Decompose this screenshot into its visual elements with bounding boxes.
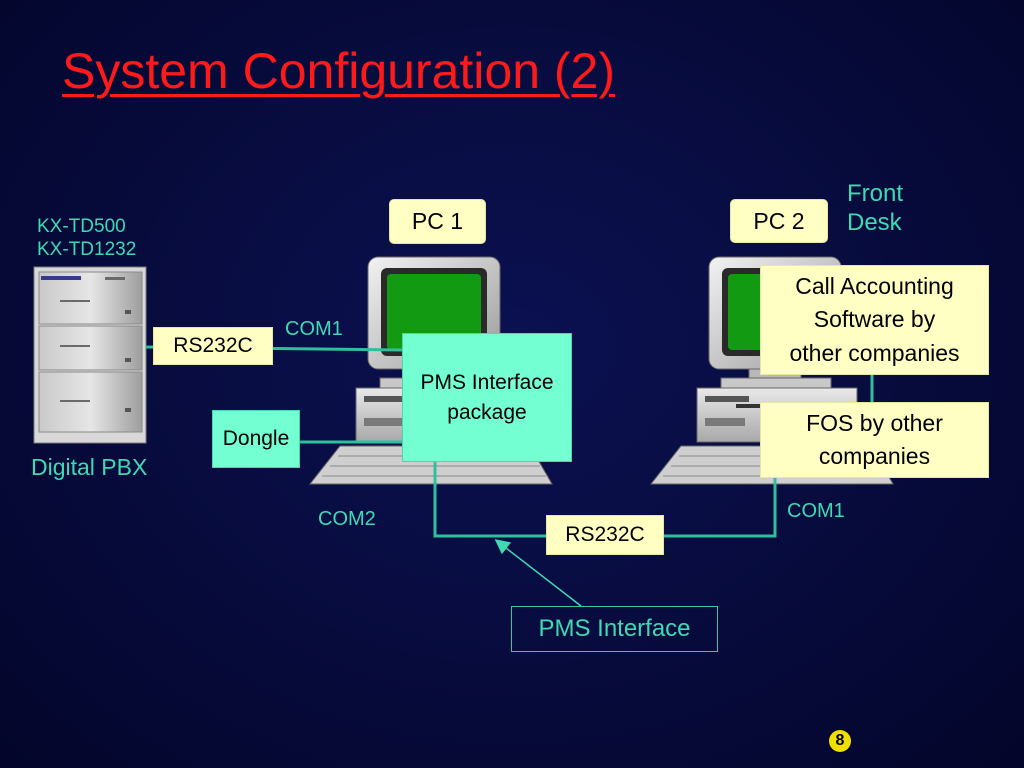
com1-left-label: COM1 <box>285 318 343 340</box>
page-number-badge: 8 <box>829 730 851 752</box>
call-accounting-line-1: Call Accounting <box>795 272 954 299</box>
pms-interface-arrow <box>494 539 582 607</box>
front-desk-line-2: Desk <box>847 208 902 236</box>
pms-package-line-1: PMS Interface <box>420 371 554 395</box>
front-desk-line-1: Front <box>847 180 904 207</box>
call-accounting-box: Call Accounting Software by other compan… <box>760 265 989 375</box>
pms-interface-package-box: PMS Interface package <box>402 333 572 462</box>
call-accounting-line-2: Software by <box>813 306 936 333</box>
com2-label: COM2 <box>318 508 376 530</box>
pc1-label: PC 1 <box>389 199 486 244</box>
fos-box: FOS by other companies <box>760 402 989 478</box>
front-desk-label: Front Desk <box>847 180 903 238</box>
slide-title: System Configuration (2) <box>62 43 616 99</box>
pbx-model-label: KX-TD500 KX-TD1232 <box>37 216 136 262</box>
pms-package-line-2: package <box>447 400 527 424</box>
com1-right-label: COM1 <box>787 500 845 522</box>
pbx-cabinet-icon <box>33 266 147 444</box>
pbx-caption: Digital PBX <box>31 454 148 480</box>
call-accounting-line-3: other companies <box>789 339 960 366</box>
rs232c-left-box: RS232C <box>153 327 273 365</box>
dongle-box: Dongle <box>212 410 300 468</box>
pc2-label: PC 2 <box>730 199 828 243</box>
rs232c-bottom-box: RS232C <box>546 515 664 555</box>
pbx-model-1: KX-TD500 <box>37 216 126 237</box>
pbx-model-2: KX-TD1232 <box>37 238 137 260</box>
pms-interface-label: PMS Interface <box>511 606 718 652</box>
fos-line-2: companies <box>818 443 931 469</box>
fos-line-1: FOS by other <box>806 409 943 436</box>
